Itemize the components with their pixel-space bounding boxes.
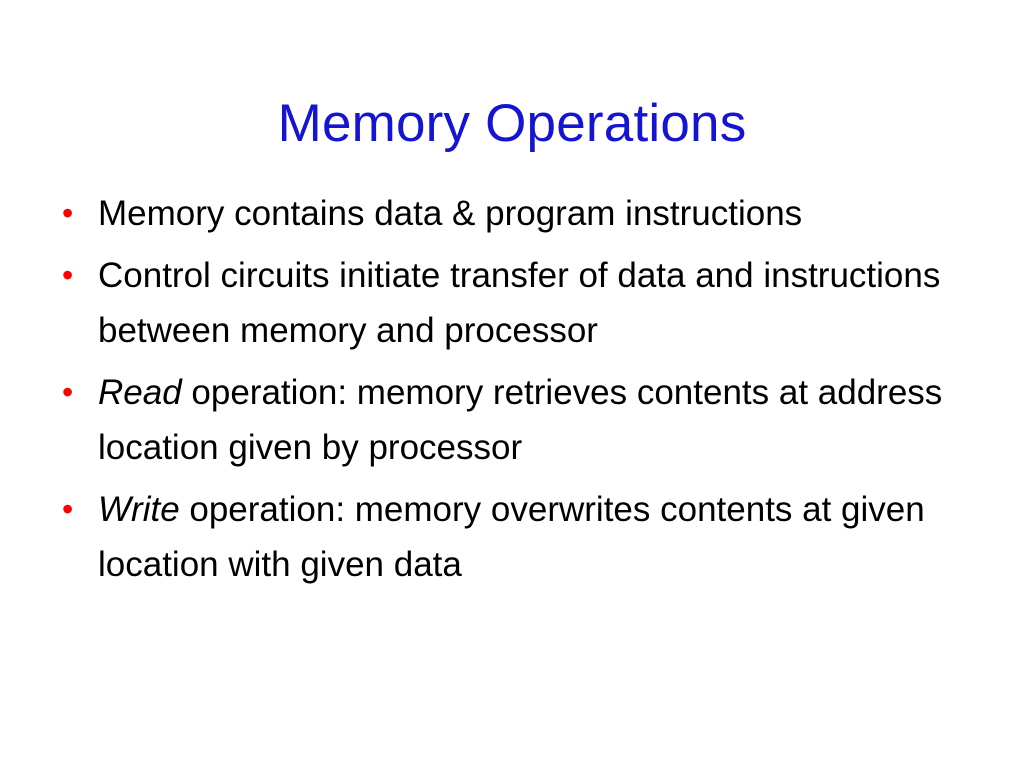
list-item-emphasis: Write <box>98 490 180 529</box>
list-item-text: Memory contains data & program instructi… <box>98 186 984 241</box>
list-item-text: Read operation: memory retrieves content… <box>98 365 984 475</box>
bullet-dot-icon: • <box>62 257 74 293</box>
list-item-body: Memory contains data & program instructi… <box>98 194 803 233</box>
bullet-list: • Memory contains data & program instruc… <box>54 186 984 599</box>
list-item-body: Control circuits initiate transfer of da… <box>98 256 941 350</box>
list-item-text: Write operation: memory overwrites conte… <box>98 482 984 592</box>
bullet-dot-icon: • <box>62 491 74 527</box>
list-item: • Memory contains data & program instruc… <box>54 186 984 241</box>
list-item-body: operation: memory retrieves contents at … <box>98 373 943 467</box>
list-item-text: Control circuits initiate transfer of da… <box>98 248 984 358</box>
list-item: • Read operation: memory retrieves conte… <box>54 365 984 475</box>
list-item: • Write operation: memory overwrites con… <box>54 482 984 592</box>
list-item-emphasis: Read <box>98 373 182 412</box>
bullet-dot-icon: • <box>62 374 74 410</box>
bullet-dot-icon: • <box>62 195 74 231</box>
list-item: • Control circuits initiate transfer of … <box>54 248 984 358</box>
list-item-body: operation: memory overwrites contents at… <box>98 490 925 584</box>
page-title: Memory Operations <box>277 93 747 153</box>
